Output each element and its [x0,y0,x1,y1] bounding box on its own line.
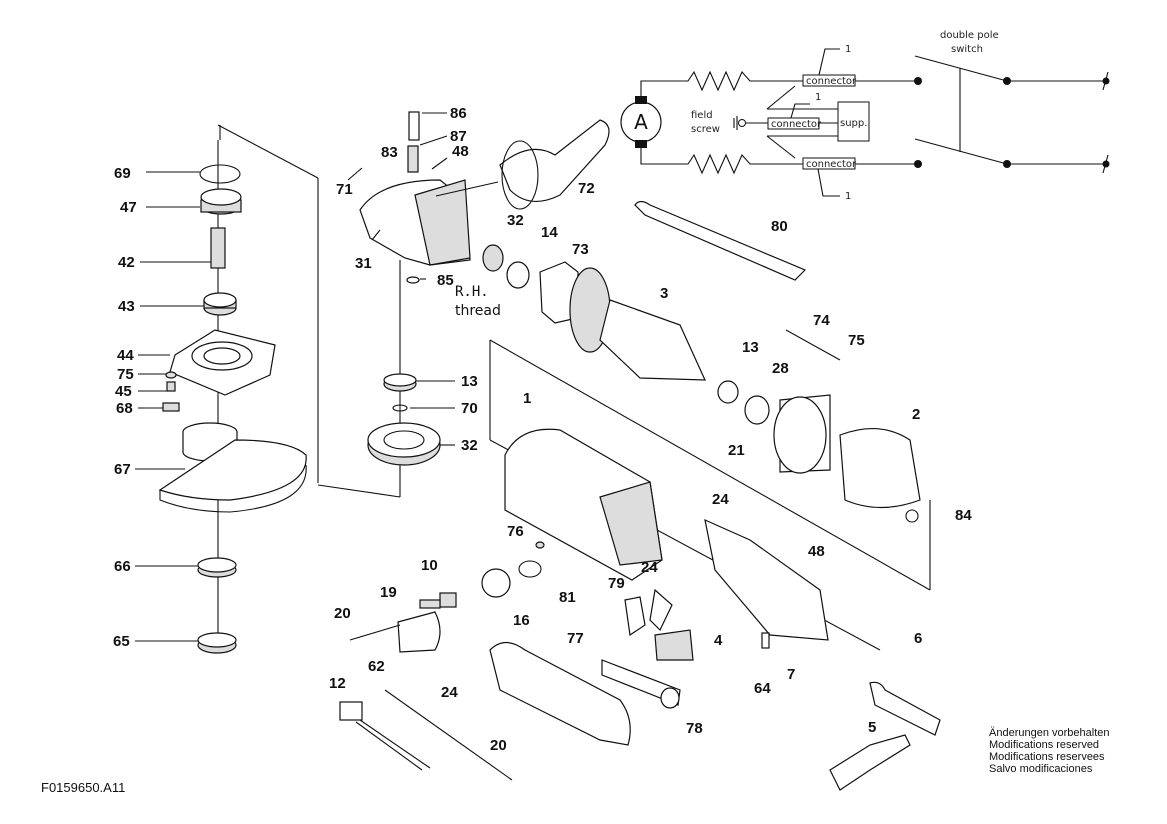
svg-text:connector: connector [806,159,857,170]
label-64: 64 [754,680,771,697]
label-20a: 20 [334,605,351,622]
label-7: 7 [787,666,795,683]
center-gear-stack [317,260,441,498]
label-21: 21 [728,442,745,459]
rh-thread-label-1: R.H. [455,284,489,300]
svg-text:screw: screw [691,124,720,135]
label-66: 66 [114,558,131,575]
label-28: 28 [772,360,789,377]
rh-thread-label-2: thread [455,303,501,319]
label-62: 62 [368,658,385,675]
label-32b: 32 [461,437,478,454]
label-72: 72 [578,180,595,197]
svg-text:switch: switch [951,44,983,55]
label-32a: 32 [507,212,524,229]
label-47: 47 [120,199,137,216]
motor-housing [504,428,663,581]
label-13b: 13 [742,339,759,356]
part-labels: 69 47 42 43 44 75 45 68 67 66 65 86 87 8… [113,105,972,754]
label-48a: 48 [452,143,469,160]
label-73: 73 [572,241,589,258]
drawing-code: F0159650.A11 [41,780,126,795]
svg-text:supp.: supp. [840,118,867,129]
label-75a: 75 [117,366,134,383]
label-75b: 75 [848,332,865,349]
label-71: 71 [336,181,353,198]
label-16: 16 [513,612,530,629]
svg-text:1: 1 [815,92,821,103]
label-6: 6 [914,630,922,647]
label-67: 67 [114,461,131,478]
label-86: 86 [450,105,467,122]
brush-assembly [349,541,545,653]
label-19: 19 [380,584,397,601]
label-42: 42 [118,254,135,271]
label-70: 70 [461,400,478,417]
svg-text:connector: connector [771,119,822,130]
suppressor-box [837,101,870,142]
label-5: 5 [868,719,876,736]
handle-assembly [339,518,941,791]
label-65: 65 [113,633,130,650]
svg-text:1: 1 [845,44,851,55]
svg-text:double pole: double pole [940,30,999,41]
label-13a: 13 [461,373,478,390]
svg-text:connector: connector [806,76,857,87]
label-24b: 24 [641,559,658,576]
label-77: 77 [567,630,584,647]
notice-line: Modifications reservees [989,751,1105,763]
label-81: 81 [559,589,576,606]
label-14: 14 [541,224,558,241]
label-24c: 24 [441,684,458,701]
label-1: 1 [523,390,531,407]
label-85: 85 [437,272,454,289]
notice-line: Änderungen vorbehalten [989,727,1110,739]
label-12: 12 [329,675,346,692]
label-84: 84 [955,507,972,524]
label-76: 76 [507,523,524,540]
notice-line: Modifications reserved [989,739,1100,751]
label-44: 44 [117,347,134,364]
label-68: 68 [116,400,133,417]
label-80: 80 [771,218,788,235]
label-3: 3 [660,285,668,302]
label-74: 74 [813,312,830,329]
notice-line: Salvo modificaciones [989,763,1093,775]
motor-symbol-label: A [634,110,648,134]
label-43: 43 [118,298,135,315]
svg-text:field: field [691,110,713,121]
label-78: 78 [686,720,703,737]
label-48b: 48 [808,543,825,560]
label-31: 31 [355,255,372,272]
label-69: 69 [114,165,131,182]
label-87: 87 [450,128,467,145]
spindle-assembly [158,124,319,654]
label-4: 4 [714,632,723,649]
wiring-diagram: A connector connector connector supp. fi… [620,30,1110,202]
modifications-notice: Änderungen vorbehalten Modifications res… [989,727,1109,775]
leader-lines [135,112,455,642]
label-24a: 24 [712,491,729,508]
label-10: 10 [421,557,438,574]
svg-text:1: 1 [845,191,851,202]
circlip-69 [199,164,241,184]
label-20b: 20 [490,737,507,754]
label-79: 79 [608,575,625,592]
gear-head-assembly [359,111,807,324]
label-2: 2 [912,406,920,423]
label-83: 83 [381,144,398,161]
label-45: 45 [115,383,132,400]
